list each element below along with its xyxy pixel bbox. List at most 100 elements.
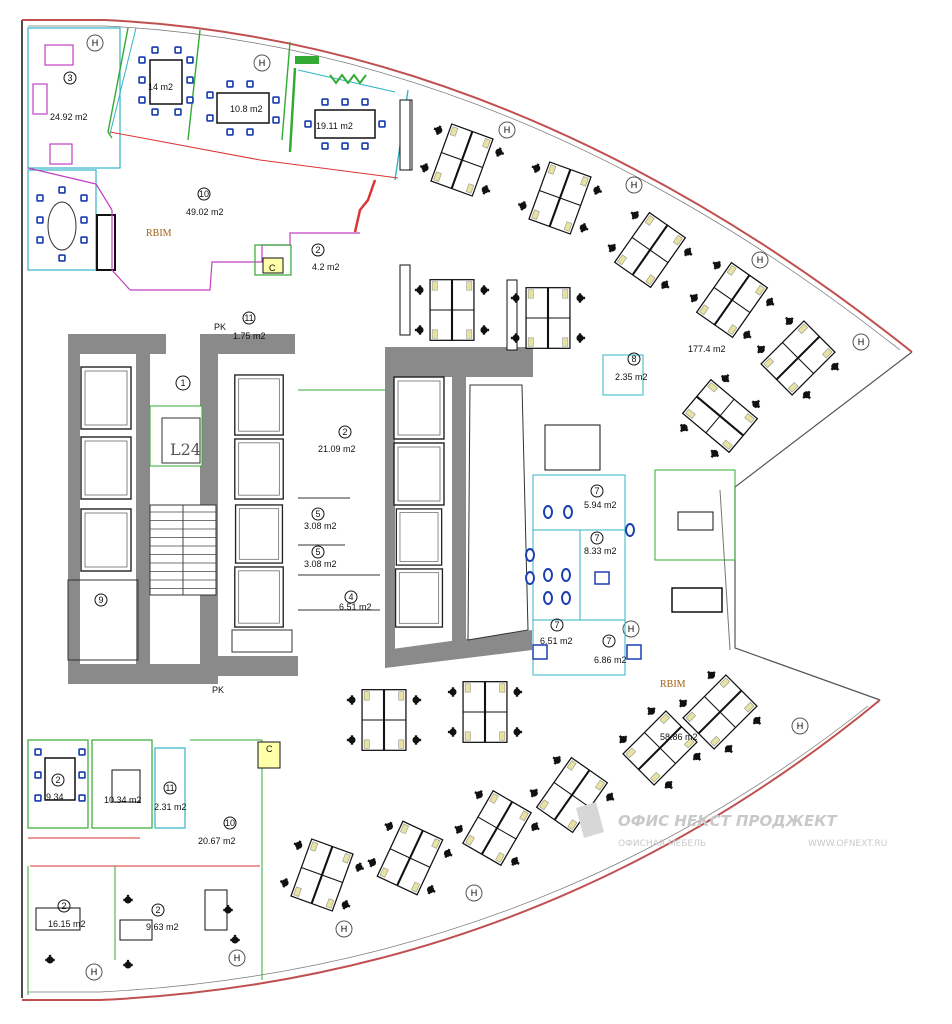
chair-icon [677, 421, 690, 435]
chair-icon [628, 208, 641, 222]
chair-icon [80, 194, 88, 202]
svg-text:H: H [858, 337, 865, 347]
chair-icon [480, 184, 492, 196]
room-area: 10.8 m2 [230, 104, 263, 114]
room-number: 2 [342, 427, 347, 437]
toilet-icon [543, 505, 553, 519]
chair-icon [432, 124, 444, 136]
room-area: 8.33 m2 [584, 546, 617, 556]
desk-cluster [429, 278, 475, 342]
room-number: 10 [199, 189, 209, 199]
chair-icon [447, 687, 457, 697]
room-area: 177.4 m2 [688, 344, 726, 354]
chair-icon [78, 771, 86, 779]
chair-icon [576, 333, 586, 343]
chair-icon [151, 108, 159, 116]
chair-icon [292, 839, 304, 851]
room-area: 21.09 m2 [318, 444, 356, 454]
chair-icon [659, 278, 672, 292]
chair-icon [278, 876, 291, 889]
chair-icon [382, 819, 395, 833]
svg-text:H: H [471, 888, 478, 898]
chair-icon [226, 80, 234, 88]
chair-icon [78, 794, 86, 802]
room-number: 1 [180, 378, 185, 388]
chair-icon [321, 142, 329, 150]
svg-text:H: H [631, 180, 638, 190]
chair-icon [206, 114, 214, 122]
storage-cabinet [506, 279, 518, 351]
facade-columns: H H H H H H H H H H H H [85, 34, 870, 981]
chair-icon [123, 959, 133, 969]
toilet-icon [561, 591, 571, 605]
watermark-sub: ОФИСНАЯ МЕБЕЛЬ [618, 839, 706, 849]
column-icon: H [852, 333, 870, 351]
wc-block [525, 354, 644, 676]
chair-icon [414, 285, 424, 295]
toilet-icon [525, 571, 535, 585]
staircase [149, 504, 217, 596]
room-area: 58.86 m2 [660, 732, 698, 742]
room-number: 11 [244, 313, 253, 323]
desk-cluster [289, 837, 355, 913]
chair-icon [272, 116, 280, 124]
chair-icon [414, 325, 424, 335]
chair-icon [604, 791, 617, 804]
shaft-label: C [269, 263, 276, 273]
room-area: 4.2 m2 [312, 262, 340, 272]
chair-icon [576, 293, 586, 303]
chair-icon [34, 794, 42, 802]
room-number: 7 [594, 486, 599, 496]
chair-icon [516, 199, 529, 212]
desk-cluster [613, 211, 687, 289]
chair-icon [550, 753, 563, 767]
desk-cluster [525, 286, 571, 350]
toilet-icon [563, 505, 573, 519]
chair-icon [412, 735, 422, 745]
desk-cluster [461, 789, 533, 867]
chair-icon [36, 236, 44, 244]
chair-icon [341, 98, 349, 106]
level-label: L24 [170, 440, 201, 459]
chair-icon [662, 778, 676, 792]
svg-text:H: H [628, 624, 635, 634]
chair-icon [493, 146, 506, 159]
column-icon: H [498, 121, 516, 139]
chair-icon [480, 325, 490, 335]
chair-icon [529, 820, 542, 834]
chair-icon [412, 695, 422, 705]
room-number: 7 [606, 636, 611, 646]
chair-icon [186, 56, 194, 64]
chair-icon [58, 186, 66, 194]
chair-icon [321, 98, 329, 106]
room-number: 3 [67, 73, 72, 83]
column-icon: H [86, 34, 104, 52]
chair-icon [754, 342, 768, 356]
chair-icon [527, 786, 540, 799]
toilet-icon [625, 523, 635, 537]
chair-icon [687, 291, 700, 304]
tree-icon [329, 73, 367, 85]
toilet-icon [561, 568, 571, 582]
chair-icon [690, 750, 704, 764]
chair-icon [346, 735, 356, 745]
open-office-desks [289, 99, 837, 913]
chair-icon [782, 314, 796, 328]
desk-cluster [759, 319, 837, 397]
room-number: 9 [98, 595, 103, 605]
room-area: 3.08 m2 [304, 559, 337, 569]
chair-icon [425, 883, 438, 897]
chair-icon [123, 894, 133, 904]
storage-cabinet [399, 264, 411, 336]
room-number: 7 [594, 533, 599, 543]
rbim-tag: RBIM [146, 228, 172, 239]
chair-icon [138, 56, 146, 64]
room-area: 10.34 m2 [104, 795, 142, 805]
chair-icon [80, 216, 88, 224]
chair-icon [513, 727, 523, 737]
chair-icon [340, 899, 352, 911]
chair-icon [361, 142, 369, 150]
column-icon: H [465, 884, 483, 902]
svg-text:H: H [797, 721, 804, 731]
column-icon: H [751, 251, 769, 269]
